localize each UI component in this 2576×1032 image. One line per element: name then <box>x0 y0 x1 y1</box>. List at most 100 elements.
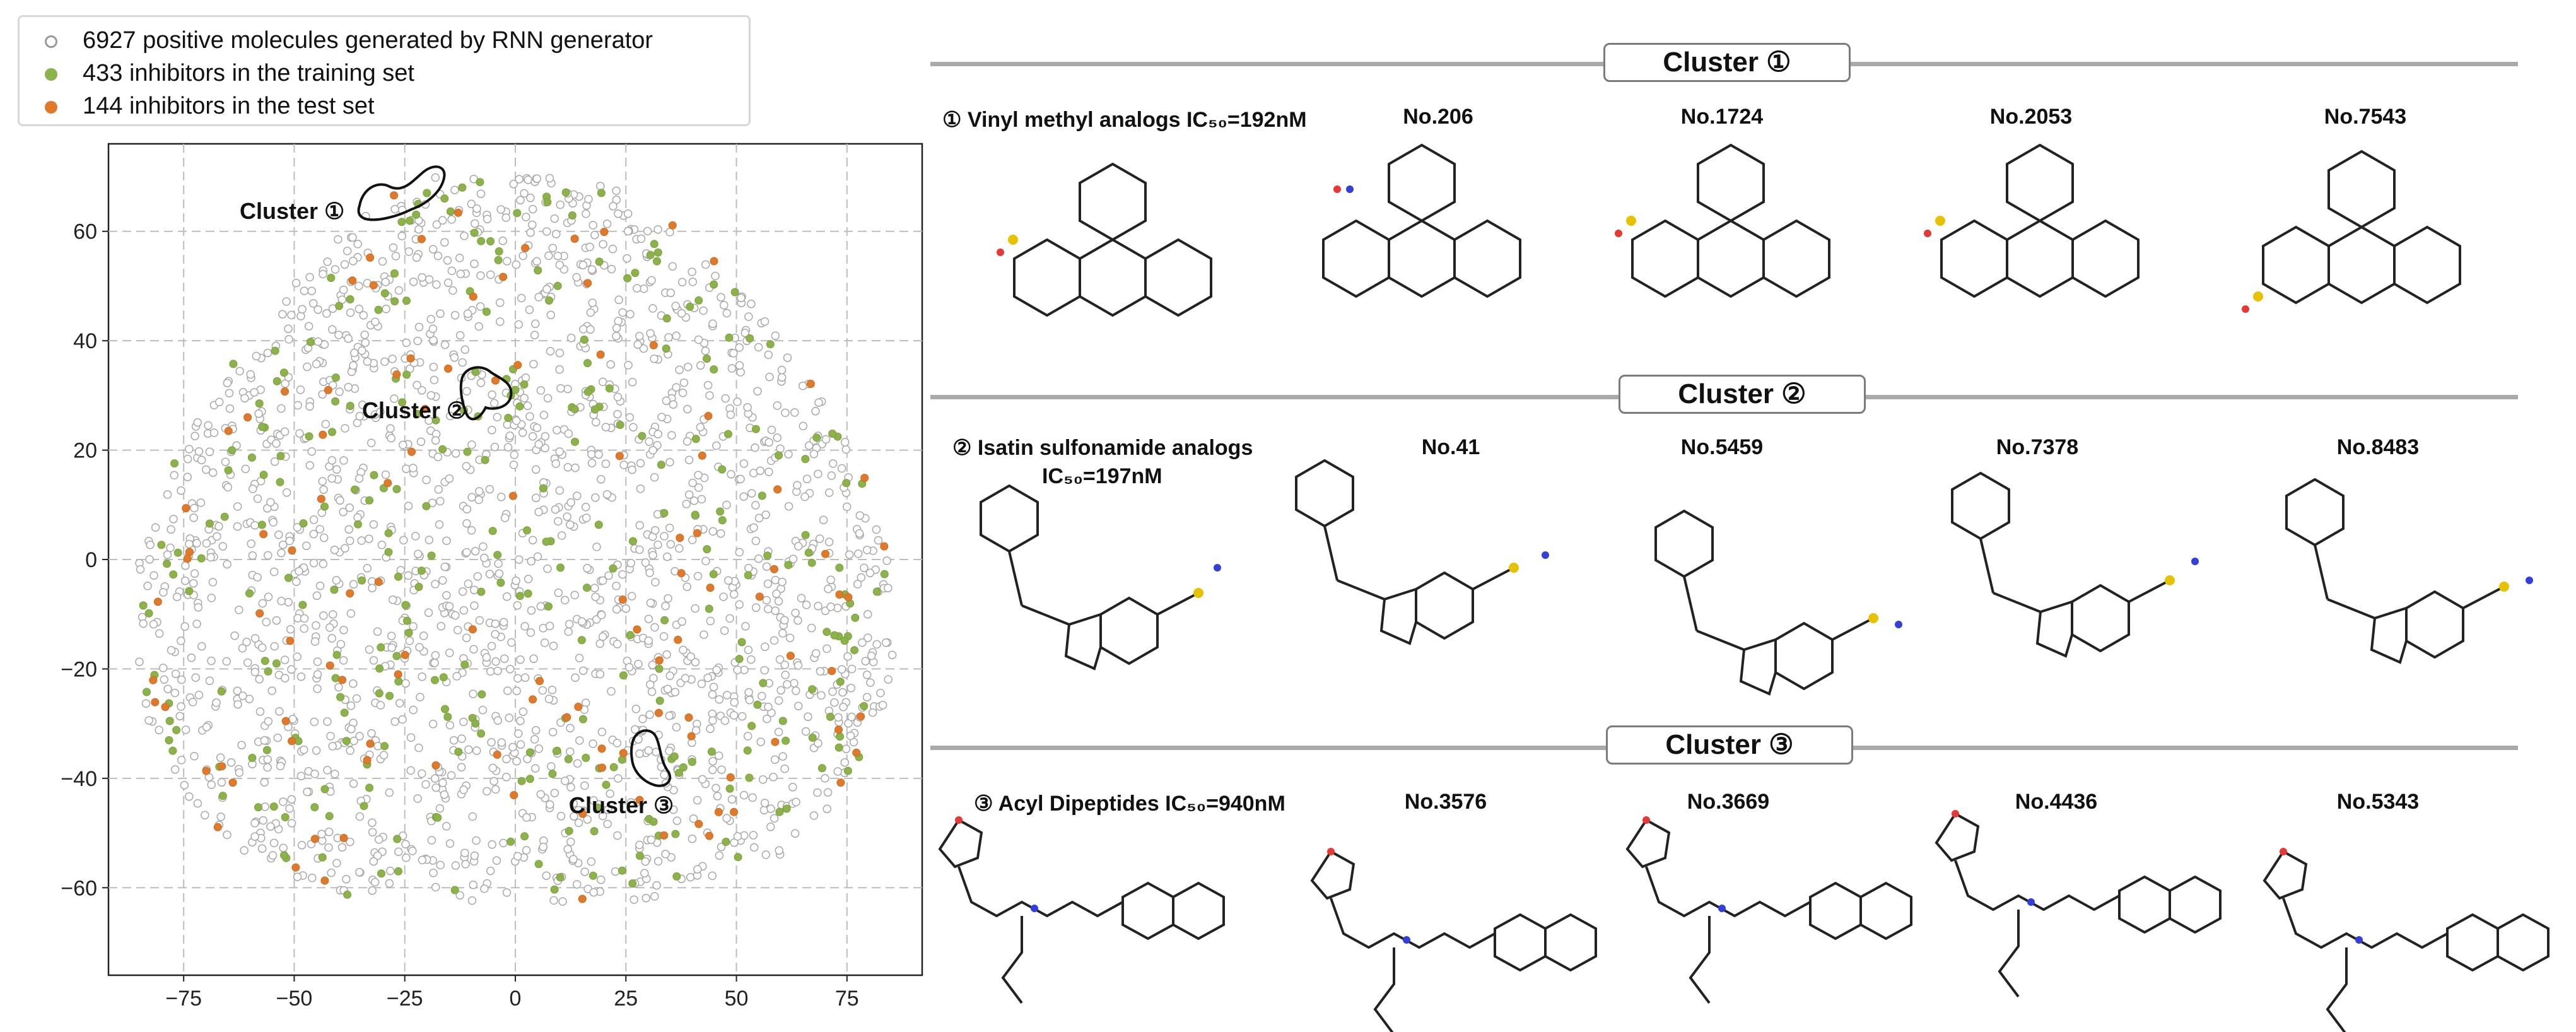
rnn-generated-point <box>325 623 334 632</box>
rnn-generated-point <box>814 602 823 611</box>
rnn-generated-point <box>260 736 269 745</box>
rnn-generated-point <box>469 689 477 698</box>
rnn-generated-point <box>546 800 554 809</box>
rnn-generated-point <box>376 408 385 416</box>
rnn-generated-point <box>277 404 286 413</box>
rnn-generated-point <box>319 533 329 542</box>
rnn-generated-point <box>300 745 308 754</box>
rnn-generated-point <box>824 537 834 546</box>
rnn-generated-point <box>711 271 720 281</box>
rnn-generated-point <box>506 664 515 674</box>
rnn-generated-point <box>586 308 595 317</box>
rnn-generated-point <box>470 259 479 268</box>
rnn-generated-point <box>629 895 638 904</box>
rnn-generated-point <box>204 421 213 430</box>
rnn-generated-point <box>684 490 694 499</box>
rnn-generated-point <box>223 560 231 569</box>
rnn-generated-point <box>388 595 397 604</box>
rnn-generated-point <box>677 617 686 626</box>
rnn-generated-point <box>570 812 578 821</box>
rnn-generated-point <box>498 237 507 245</box>
rnn-generated-point <box>629 423 638 432</box>
rnn-generated-point <box>442 536 451 545</box>
rnn-generated-point <box>376 701 385 710</box>
rnn-generated-point <box>607 264 616 274</box>
rnn-generated-point <box>534 440 543 449</box>
rnn-generated-point <box>413 794 422 803</box>
rnn-generated-point <box>814 739 823 748</box>
rnn-generated-point <box>584 194 593 204</box>
rnn-generated-point <box>520 394 529 402</box>
rnn-generated-point <box>672 816 682 825</box>
rnn-generated-point <box>277 548 286 558</box>
rnn-generated-point <box>527 606 536 615</box>
rnn-generated-point <box>418 855 427 865</box>
cluster-2-heteroatoms <box>1193 551 2533 628</box>
rnn-generated-point <box>543 394 553 402</box>
rnn-generated-point <box>467 896 477 905</box>
rnn-generated-point <box>693 795 702 805</box>
rnn-generated-point <box>546 346 555 356</box>
rnn-generated-point <box>761 850 771 859</box>
rnn-generated-point <box>413 336 422 346</box>
rnn-generated-point <box>645 710 654 719</box>
rnn-generated-point <box>421 780 430 789</box>
rnn-generated-point <box>254 409 263 418</box>
rnn-generated-point <box>539 411 549 419</box>
training-inhibitor-point <box>751 425 760 433</box>
rnn-generated-point <box>355 732 364 741</box>
rnn-generated-point <box>602 220 612 228</box>
rnn-generated-point <box>191 673 200 682</box>
rnn-generated-point <box>455 254 464 262</box>
rnn-generated-point <box>538 686 547 695</box>
rnn-generated-point <box>381 470 390 479</box>
rnn-generated-point <box>446 411 455 421</box>
rnn-generated-point <box>274 530 283 539</box>
rnn-generated-point <box>180 780 189 790</box>
rnn-generated-point <box>524 575 533 583</box>
rnn-generated-point <box>447 771 456 780</box>
rnn-generated-point <box>177 702 185 711</box>
y-tick-label: −60 <box>61 876 97 900</box>
rnn-generated-point <box>566 837 575 847</box>
rnn-generated-point <box>143 582 152 590</box>
rnn-generated-point <box>771 331 780 341</box>
rnn-generated-point <box>194 447 204 456</box>
rnn-generated-point <box>573 491 582 500</box>
rnn-generated-point <box>513 852 522 861</box>
rnn-generated-point <box>201 811 209 820</box>
rnn-generated-point <box>700 630 708 639</box>
rnn-generated-point <box>669 400 678 409</box>
rnn-generated-point <box>414 322 424 332</box>
rnn-generated-point <box>312 746 321 755</box>
rnn-generated-point <box>462 462 471 471</box>
cluster-3-heteroatoms <box>955 810 2363 944</box>
rnn-generated-point <box>315 525 324 534</box>
rnn-generated-point <box>719 592 728 601</box>
rnn-generated-point <box>573 759 582 768</box>
rnn-generated-point <box>631 725 640 734</box>
rnn-generated-point <box>445 648 454 657</box>
rnn-generated-point <box>493 413 502 421</box>
rnn-generated-point <box>545 173 554 183</box>
rnn-generated-point <box>531 319 540 329</box>
rnn-generated-point <box>675 365 684 375</box>
rnn-generated-point <box>761 642 770 652</box>
rnn-generated-point <box>387 643 396 652</box>
training-inhibitor-point <box>269 802 278 811</box>
rnn-generated-point <box>566 520 575 529</box>
rnn-generated-point <box>368 828 377 836</box>
training-inhibitor-point <box>377 869 385 878</box>
rnn-generated-point <box>177 486 185 495</box>
rnn-generated-point <box>657 413 666 421</box>
rnn-generated-point <box>650 354 659 363</box>
rnn-generated-point <box>432 220 442 229</box>
rnn-generated-point <box>428 245 438 254</box>
rnn-generated-point <box>291 278 301 288</box>
rnn-generated-point <box>823 804 831 814</box>
rnn-generated-point <box>602 490 612 499</box>
rnn-generated-point <box>430 375 439 385</box>
rnn-generated-point <box>846 731 855 741</box>
rnn-generated-point <box>651 525 660 535</box>
rnn-generated-point <box>246 370 255 379</box>
